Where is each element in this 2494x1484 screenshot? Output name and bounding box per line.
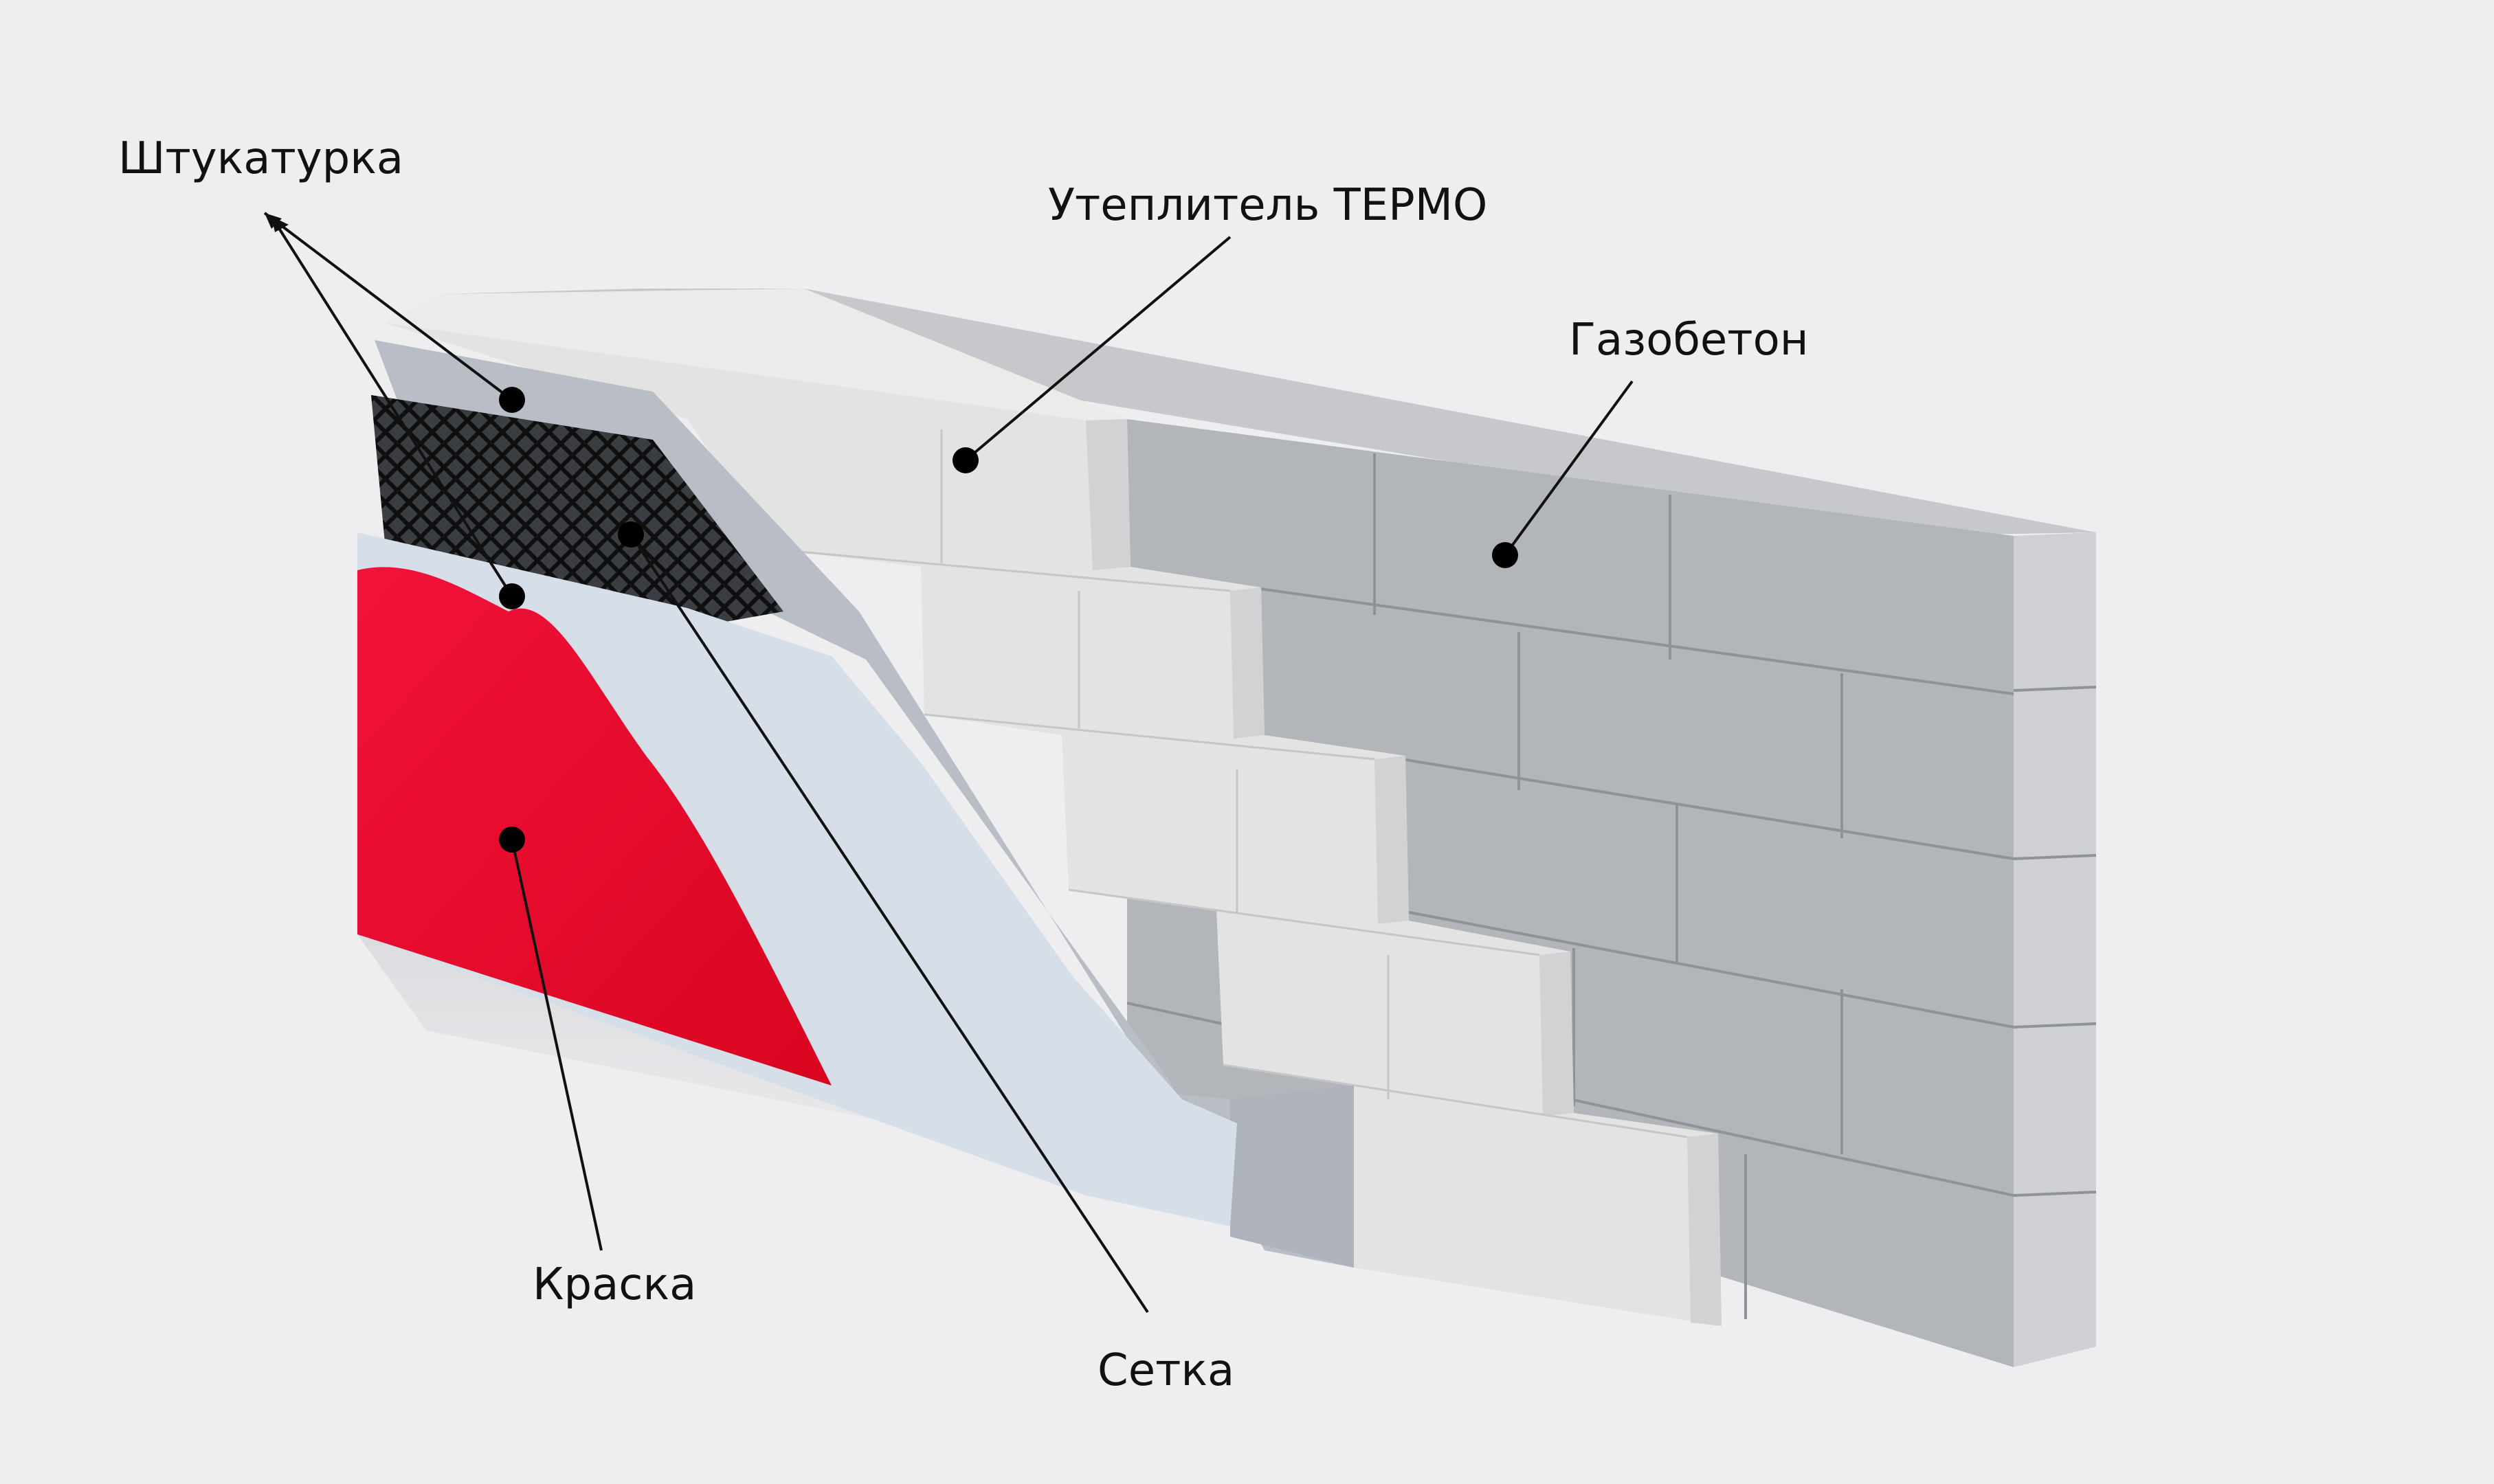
- label-paint: Краска: [533, 1259, 696, 1310]
- label-mesh: Сетка: [1098, 1345, 1234, 1396]
- leader-plaster-top: [263, 212, 513, 401]
- paint-layer: [357, 567, 832, 1086]
- dot-paint: [499, 827, 525, 853]
- leader-plaster-bottom: [270, 215, 513, 598]
- insulation-layer: [385, 289, 1722, 1326]
- leader-paint: [511, 839, 603, 1251]
- callout-dots: [499, 387, 1518, 853]
- insulation-step-faces: [1086, 419, 1722, 1326]
- dot-plaster-bottom: [499, 583, 525, 609]
- leader-aerated-concrete: [1504, 380, 1634, 556]
- dot-plaster-top: [499, 387, 525, 413]
- wall-end-face: [2014, 532, 2096, 1367]
- insulation-joints: [776, 429, 1688, 1138]
- dot-insulation: [953, 447, 979, 473]
- dot-mesh: [618, 521, 644, 548]
- plaster-base-lower: [1230, 1086, 1354, 1268]
- leader-mesh: [630, 533, 1149, 1314]
- label-insulation: Утеплитель ТЕРМО: [1048, 180, 1487, 231]
- leader-insulation: [964, 236, 1232, 462]
- dot-aerated-concrete: [1492, 542, 1518, 568]
- insulation-top: [385, 289, 1127, 420]
- reinforcement-mesh: [371, 395, 783, 629]
- label-plaster: Штукатурка: [118, 133, 403, 184]
- leader-lines: [263, 212, 1634, 1314]
- label-aerated-concrete: Газобетон: [1569, 315, 1809, 366]
- arrow-heads: [265, 213, 289, 232]
